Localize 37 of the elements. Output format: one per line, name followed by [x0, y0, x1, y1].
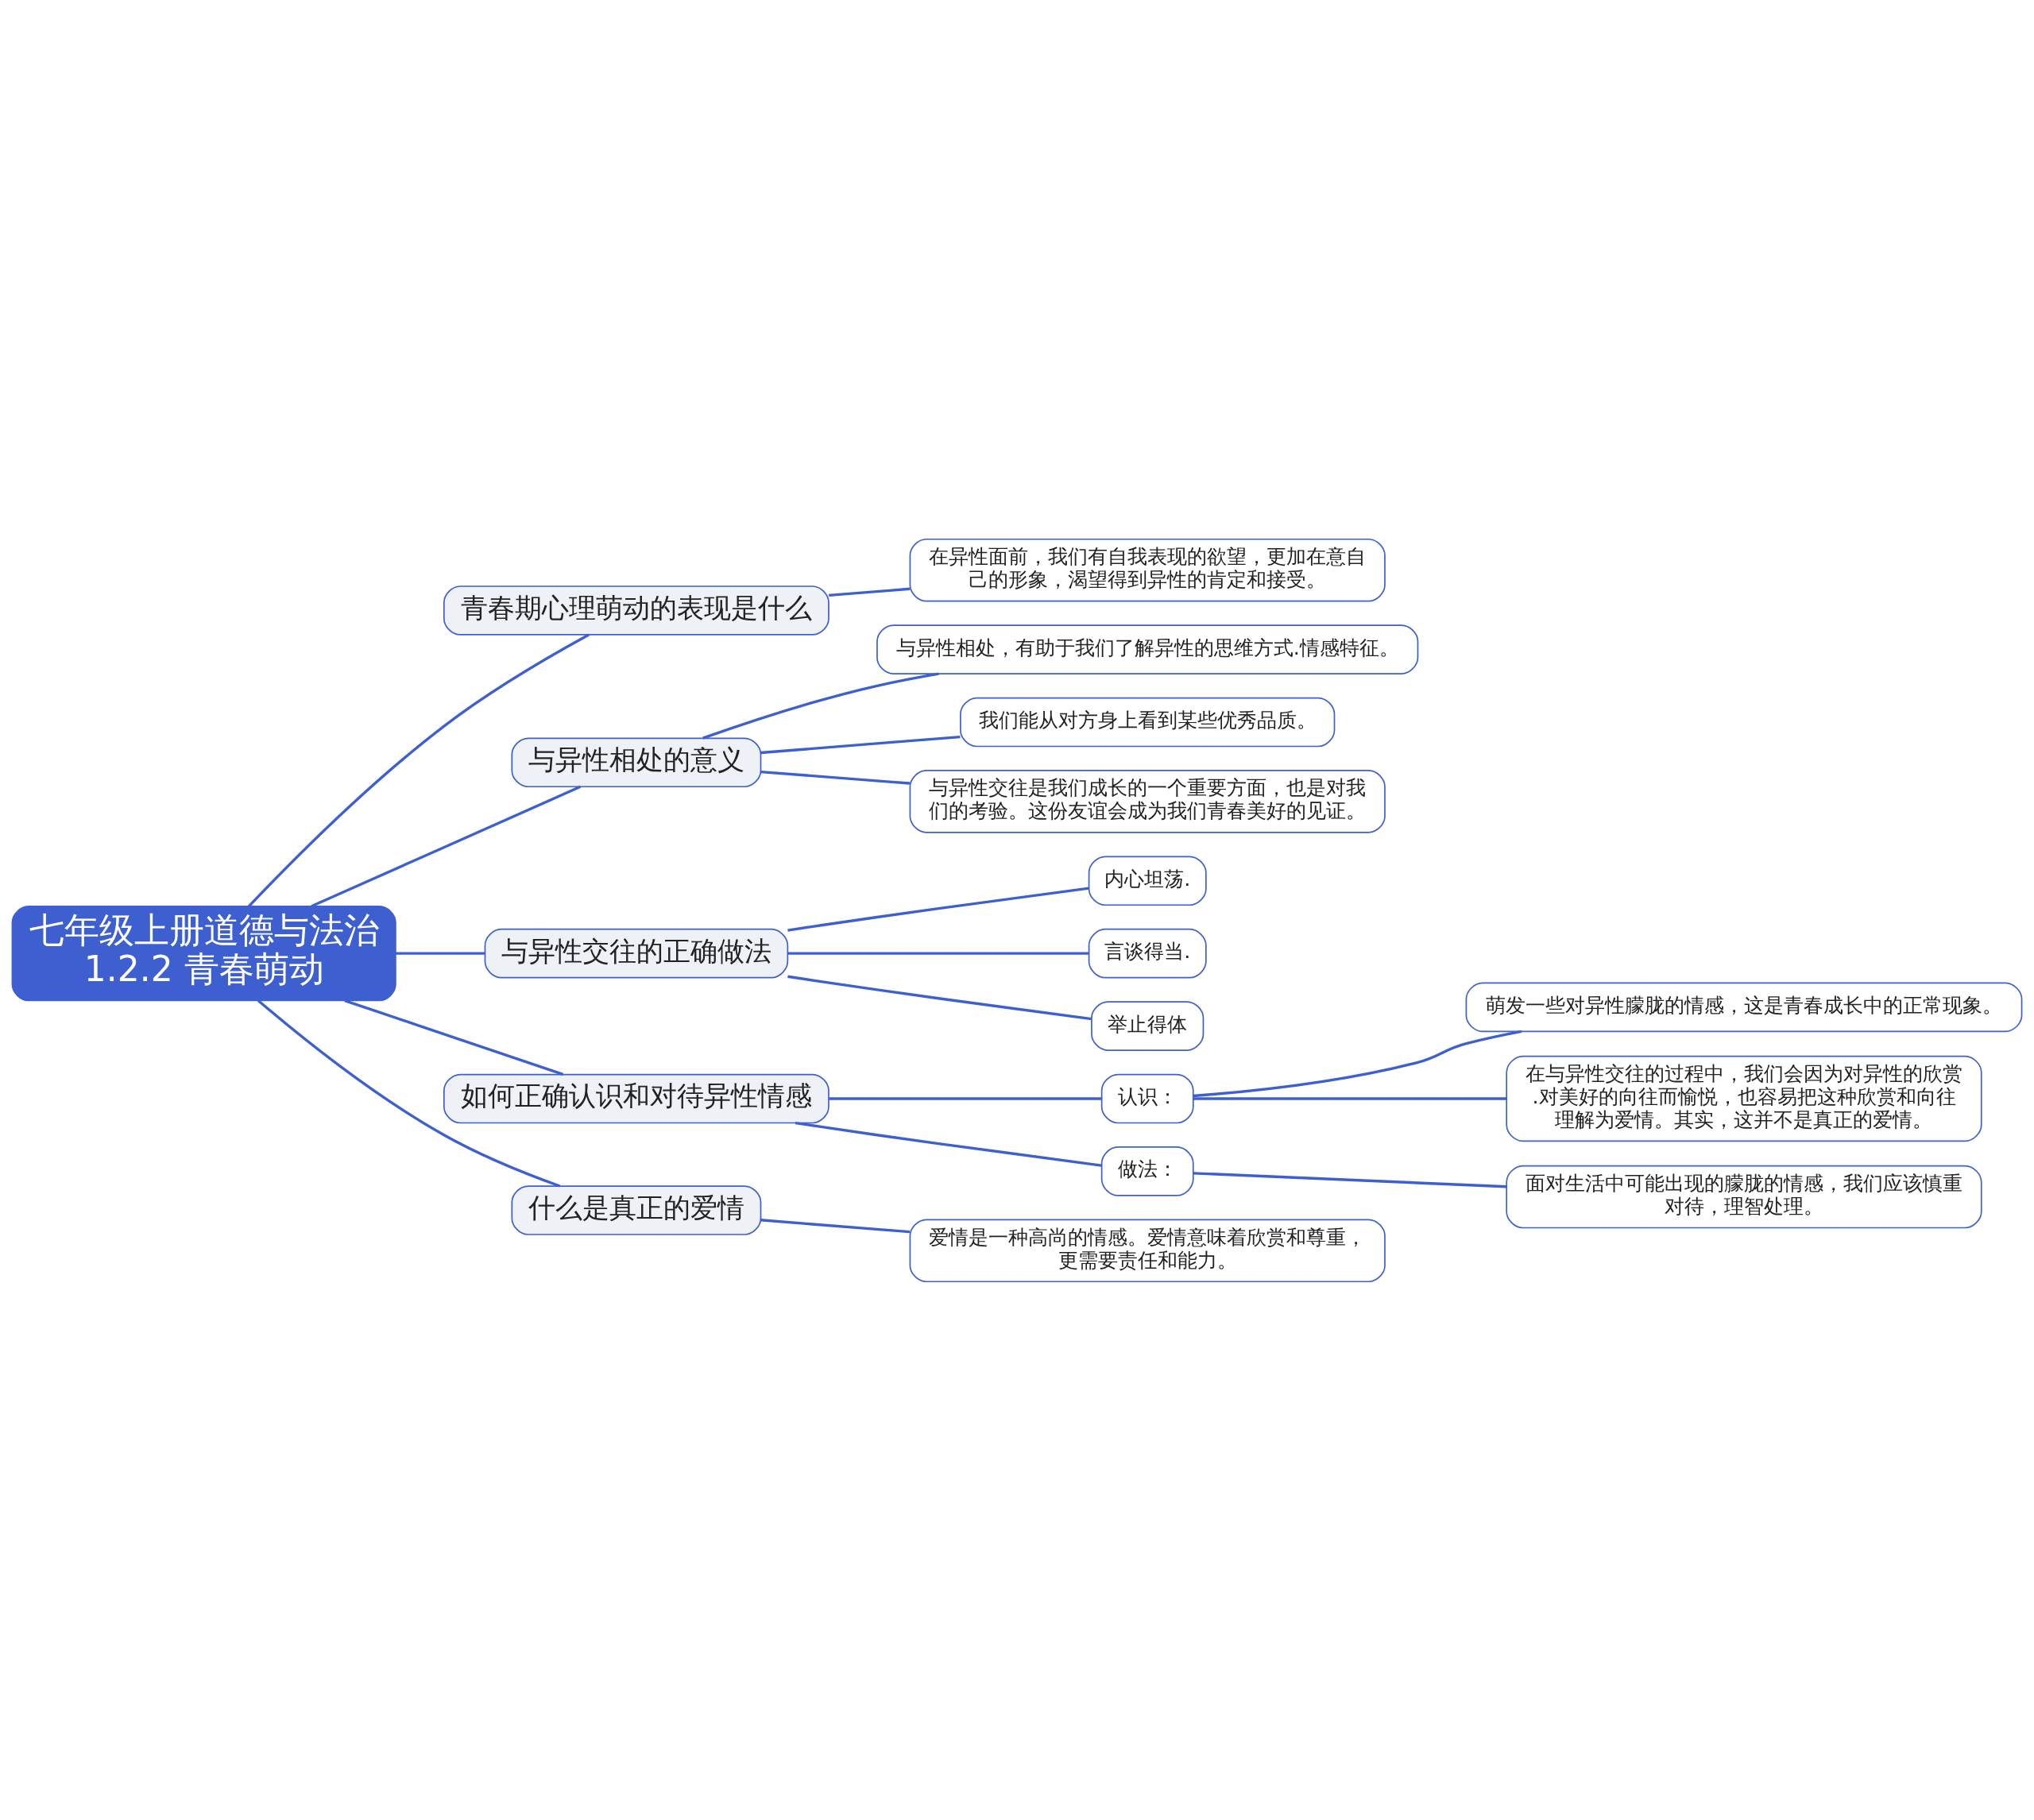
node-box: 做法：: [1100, 1146, 1194, 1196]
node-box: 与异性相处，有助于我们了解异性的思维方式.情感特征。: [876, 624, 1419, 674]
node-box: 七年级上册道德与法治1.2.2 青春萌动: [11, 905, 396, 1001]
node-box: 与异性相处的意义: [511, 736, 762, 787]
connector: [702, 671, 939, 740]
node-box: 认识：: [1100, 1073, 1194, 1123]
connector: [795, 1121, 1102, 1167]
node-box: 与异性交往是我们成长的一个重要方面，也是对我们的考验。这份友谊会成为我们青春美好的见证。: [909, 769, 1386, 833]
node-box: 我们能从对方身上看到某些优秀品质。: [960, 697, 1336, 747]
node-box: 萌发一些对异性朦胧的情感，这是青春成长中的正常现象。: [1465, 982, 2023, 1032]
connector: [257, 999, 561, 1188]
connector: [1193, 1030, 1522, 1097]
node-box: 什么是真正的爱情: [511, 1184, 762, 1235]
node-box: 如何正确认识和对待异性情感: [443, 1073, 829, 1123]
node-box: 在异性面前，我们有自我表现的欲望，更加在意自己的形象，渴望得到异性的肯定和接受。: [909, 538, 1386, 601]
connector: [829, 587, 911, 597]
node-box: 青春期心理萌动的表现是什么: [443, 585, 829, 636]
node-box: 与异性交往的正确做法: [484, 928, 789, 978]
connector: [760, 1218, 911, 1233]
connector: [1193, 1171, 1507, 1188]
connector: [344, 999, 564, 1076]
node-box: 爱情是一种高尚的情感。爱情意味着欣赏和尊重，更需要责任和能力。: [909, 1219, 1386, 1282]
connector: [760, 770, 911, 785]
connector: [760, 735, 961, 754]
connector: [787, 886, 1089, 932]
connector: [829, 1096, 1102, 1100]
node-box: 在与异性交往的过程中，我们会因为对异性的欣赏.对美好的向往而愉悦，也容易把这种欣赏和向往理解为爱情。其实，这并不是真正的爱情。: [1506, 1055, 1982, 1142]
node-box: 内心坦荡.: [1088, 855, 1207, 906]
connector: [787, 975, 1092, 1020]
connector: [395, 951, 485, 955]
node-box: 举止得体: [1091, 1000, 1205, 1051]
connector: [247, 633, 590, 907]
connector: [311, 785, 582, 907]
node-box: 言谈得当.: [1088, 928, 1207, 978]
connector: [787, 951, 1089, 955]
node-box: 面对生活中可能出现的朦胧的情感，我们应该慎重对待，理智处理。: [1506, 1165, 1982, 1228]
connector: [1193, 1096, 1506, 1100]
